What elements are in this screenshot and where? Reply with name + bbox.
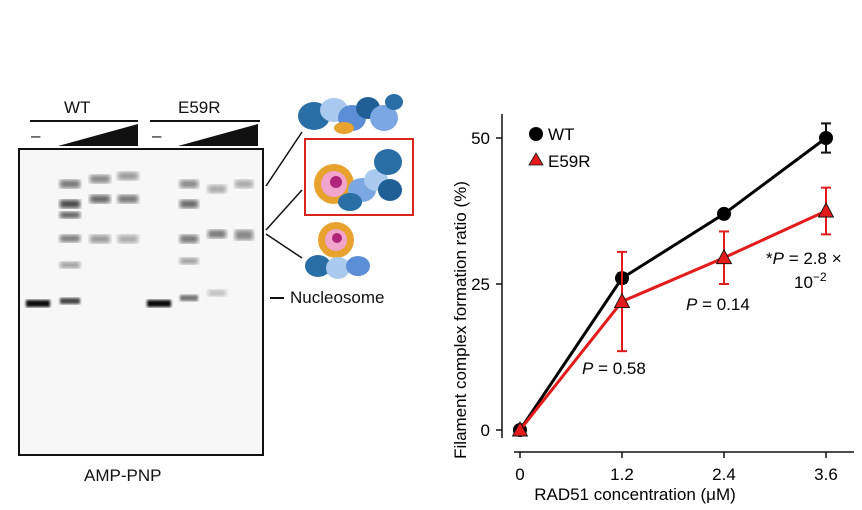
gel-underline-e59r [150,120,260,122]
gel-underline-wt [30,120,138,122]
annotations: P = 0.58 P = 0.14 *P = 2.8 × 10−2 [582,249,842,378]
x-axis-label: RAD51 concentration (μM) [534,485,736,504]
y-tick-label: 0 [481,421,490,440]
data-point-triangle [511,421,529,437]
data-point-triangle [715,248,733,265]
gel-image [18,148,264,456]
data-point-triangle [817,202,835,218]
gel-label-wt: WT [64,98,91,117]
gel-pointer-lines [265,131,303,259]
nucleosome-rad51-structure-image [305,222,370,279]
y-tick-label: 25 [471,275,490,294]
gradient-wedge-wt [58,124,138,146]
y-axis-label: Filament complex formation ratio (%) [451,181,470,459]
gel-minus-e59r: – [152,126,162,145]
gradient-wedge-e59r [178,124,258,146]
highlight-box [304,138,414,216]
annotation-p-058: P = 0.58 [582,359,646,378]
legend: WT E59R [528,125,591,171]
annotation-exp: 10−2 [794,270,827,292]
series-line [518,209,827,431]
legend-label-wt: WT [548,125,574,144]
annotation-p-014: P = 0.14 [686,295,750,314]
legend-label-e59r: E59R [548,152,591,171]
legend-marker-e59r [528,152,544,166]
x-tick-label: 0 [515,465,524,484]
data-point-circle [819,131,833,145]
line-chart: 0 25 50 0 1.2 2.4 3.6 Filament complex format… [451,114,854,504]
nucleosome-label: Nucleosome [290,288,385,307]
y-tick-label: 50 [471,129,490,148]
gel-label-e59r: E59R [178,98,221,117]
series-e59r [511,186,835,437]
gel-minus-wt: – [31,126,41,145]
series-line [518,136,827,431]
gel-bands [26,172,253,307]
annotation-p-28: *P = 2.8 × [766,249,842,268]
filament-structure-boxed-image [314,149,402,211]
data-point-circle [717,206,731,221]
data-point-triangle [613,292,631,308]
legend-marker-wt [529,127,543,141]
gel-footer-label: AMP-PNP [84,466,162,485]
filament-structure-top-image [298,94,403,134]
x-tick-label: 3.6 [814,465,838,484]
nucleosome-tick [270,297,284,299]
x-tick-label: 2.4 [712,465,736,484]
x-tick-label: 1.2 [610,465,634,484]
